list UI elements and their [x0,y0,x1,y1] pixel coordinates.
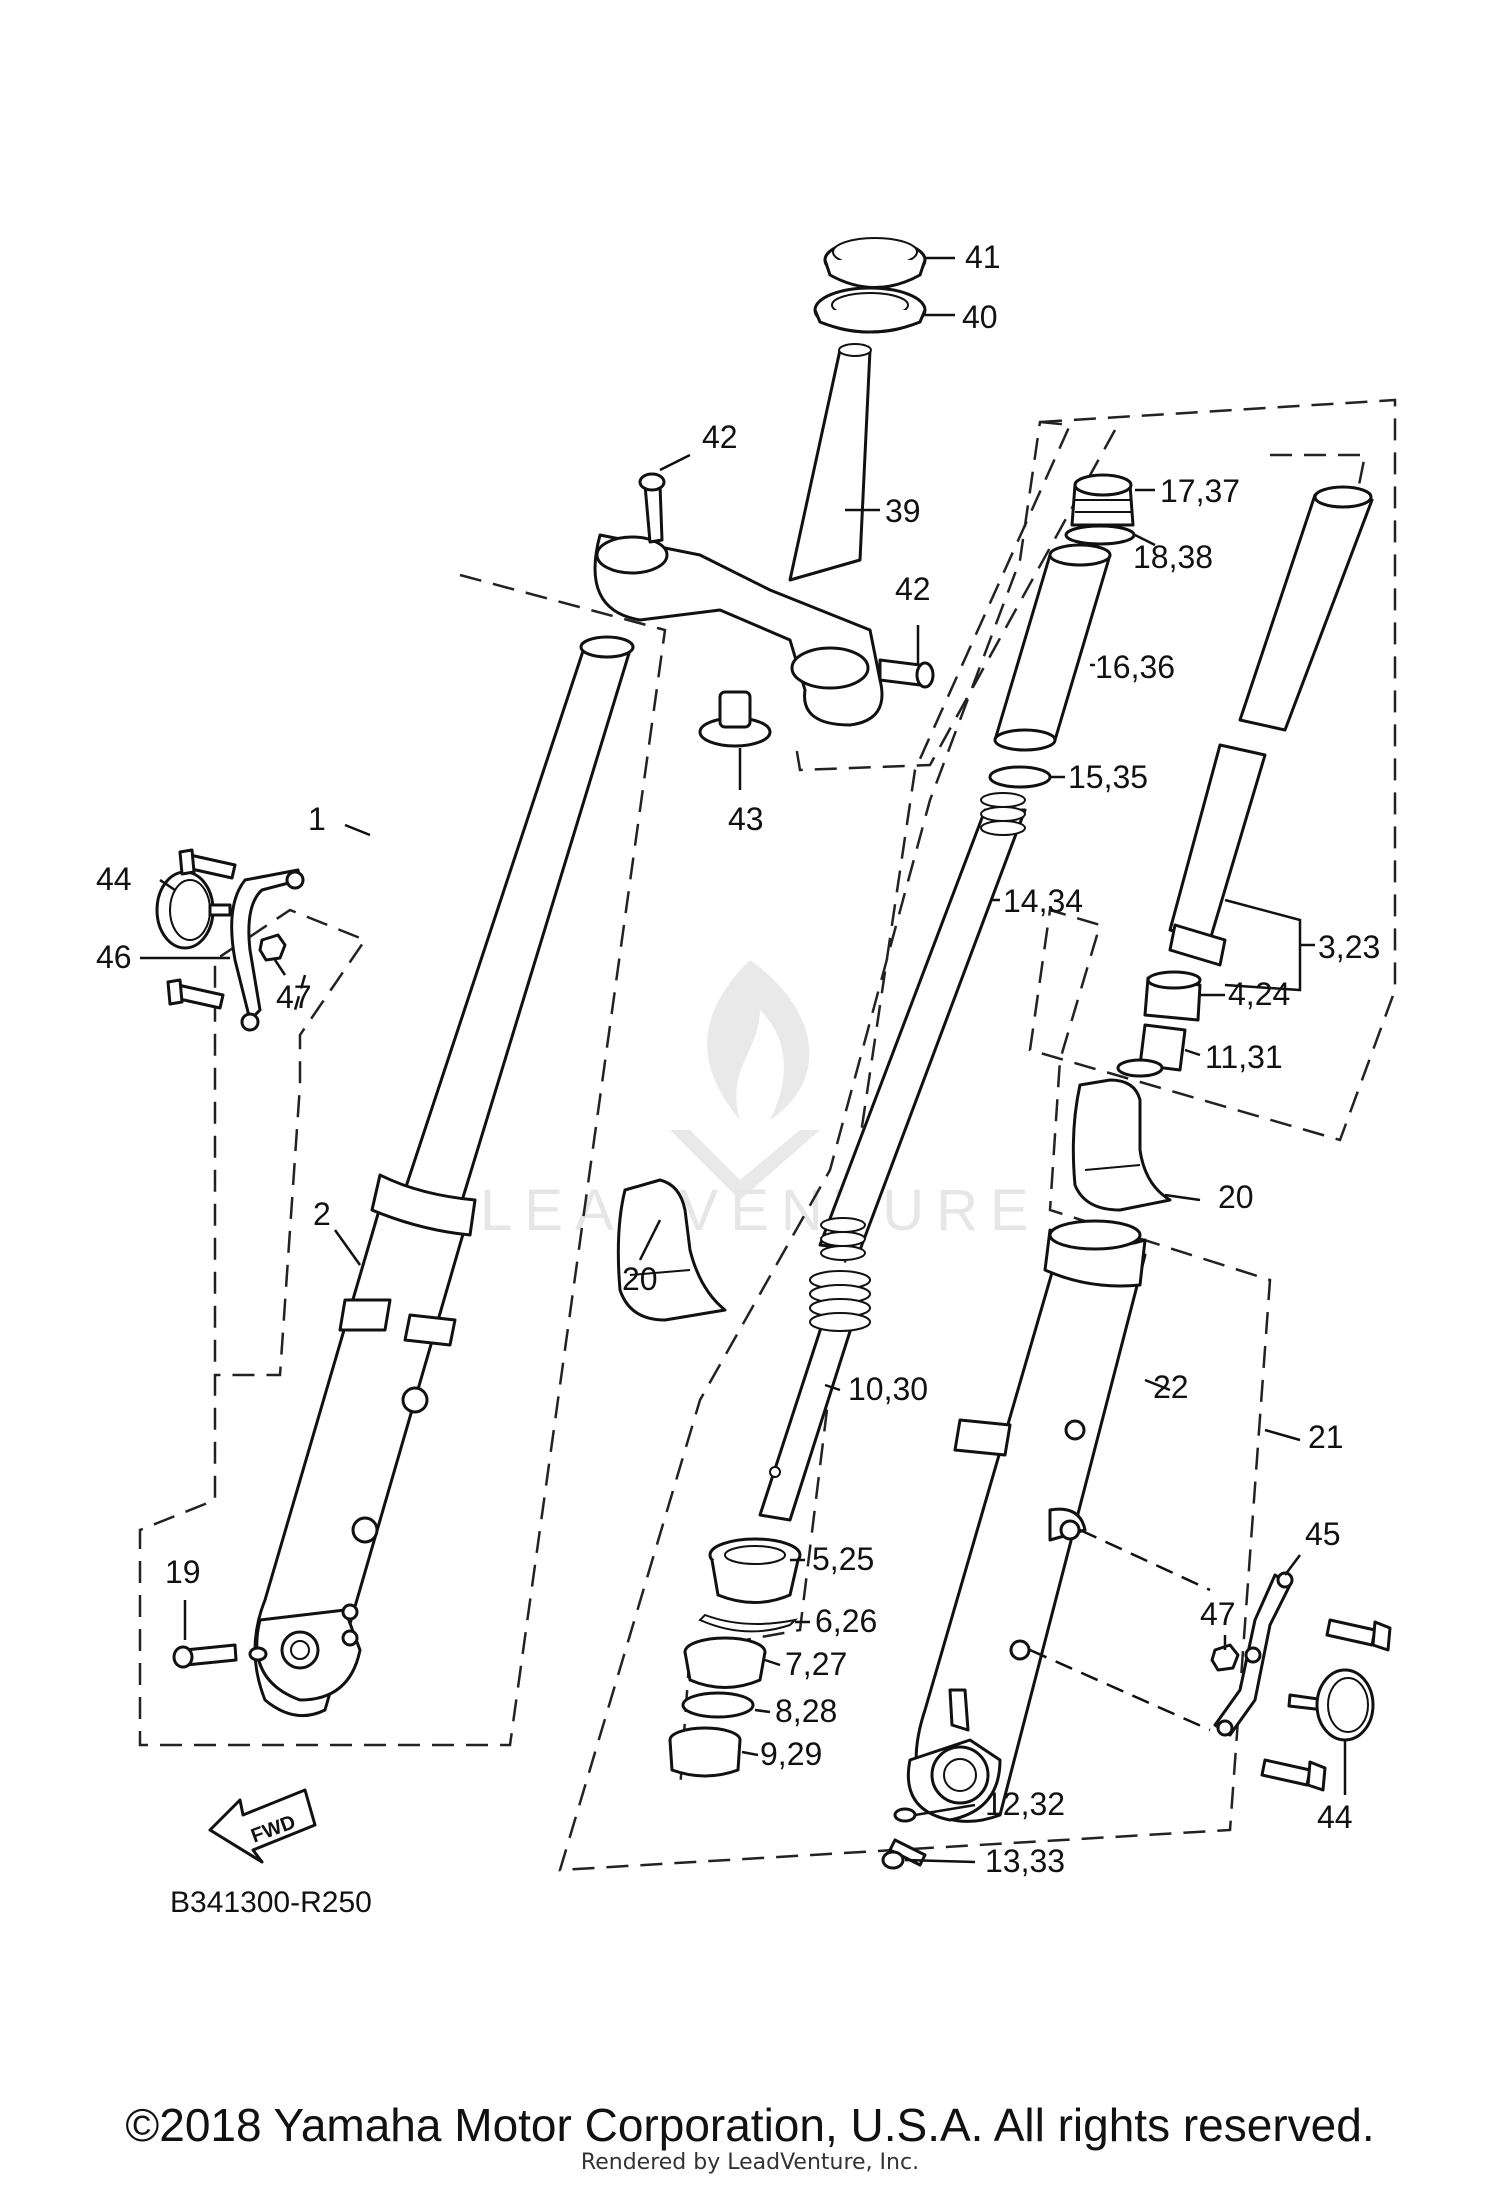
callout-41: 41 [965,239,1001,275]
bolt-left-lower [166,978,225,1010]
diagram-code: B341300-R250 [170,1886,372,1919]
fork-cover-20-left [616,1178,727,1322]
fwd-arrow-icon: FWD [208,1788,317,1864]
callout-42-top: 42 [702,419,738,455]
callout-5-25: 5,25 [812,1541,874,1577]
bushing-4 [1143,970,1202,1022]
bracket-46 [230,868,305,1032]
washer-8 [681,1691,755,1719]
callout-42-side: 42 [895,571,931,607]
callout-47-right: 47 [1200,1596,1236,1632]
watermark-text: LEADVENTURE [480,1178,1041,1243]
nut-47-right [1210,1643,1240,1672]
washer-15 [988,765,1052,789]
callout-9-29: 9,29 [760,1736,822,1772]
reflector-44-right [1287,1668,1375,1742]
callout-12-32: 12,32 [985,1786,1065,1822]
bolt-42-top [638,472,666,544]
spacer-16 [993,543,1112,752]
callout-20-left: 20 [622,1261,658,1297]
leader-lines [140,256,1347,1864]
callout-15-35: 15,35 [1068,759,1148,795]
callout-39: 39 [885,493,921,529]
nut-47-left [258,933,287,962]
bearing-race-41 [823,237,927,289]
callout-20-right: 20 [1218,1179,1254,1215]
bolt-13 [881,1838,927,1870]
dust-seal-7 [683,1636,767,1689]
bolt-left-upper [178,848,237,880]
damper-rod-10 [758,1270,871,1522]
inner-tube-3-lower [1168,743,1267,967]
reflector-44-left [155,870,232,950]
rendered-by-notice: Rendered by LeadVenture, Inc. [580,2150,920,2175]
watermark-logo [670,960,820,1200]
fork-cover-20-right [1071,1078,1172,1212]
oil-seal-5 [708,1537,802,1604]
callout-6-26: 6,26 [815,1603,877,1639]
callout-16-36: 16,36 [1095,649,1175,685]
callout-3-23: 3,23 [1318,929,1380,965]
left-inner-tube [393,635,635,1242]
washer-12 [893,1807,917,1823]
callout-19: 19 [165,1554,201,1590]
callout-21: 21 [1308,1419,1344,1455]
callout-14-34: 14,34 [1003,883,1083,919]
callout-4-24: 4,24 [1228,976,1290,1012]
o-ring-18 [1064,524,1136,546]
callout-40: 40 [962,299,998,335]
bracket-45 [1213,1571,1294,1737]
cable-guide-43 [698,690,772,748]
under-bracket-part [593,533,884,727]
callout-43: 43 [728,801,764,837]
callout-10-30: 10,30 [848,1371,928,1407]
steering-group-outline [793,429,1117,772]
inner-tube-3-upper [1238,485,1374,732]
bushing-11 [1116,1023,1187,1078]
callout-46: 46 [96,939,132,975]
bolt-19 [172,1643,268,1669]
callout-18-38: 18,38 [1133,539,1213,575]
callout-8-28: 8,28 [775,1693,837,1729]
left-fork-group-outline [138,573,667,1747]
copyright-notice: ©2018 Yamaha Motor Corporation, U.S.A. A… [125,2099,1375,2151]
callout-1: 1 [308,801,326,837]
left-outer-tube-2 [253,1173,477,1718]
bolt-right-lower [1260,1758,1327,1792]
bearing-40 [813,286,927,334]
callout-17-37: 17,37 [1160,473,1240,509]
bolt-right-upper [1325,1618,1392,1652]
steering-stem-39 [788,343,872,582]
bolt-42-side [878,658,935,689]
callout-44-right: 44 [1317,1799,1353,1835]
right-inner-group-outline [558,398,1397,1872]
callout-7-27: 7,27 [785,1646,847,1682]
right-outer-tube-22 [906,1219,1147,1823]
callout-11-31: 11,31 [1205,1039,1283,1075]
cap-bolt-17 [1070,473,1135,527]
callout-13-33: 13,33 [985,1843,1065,1879]
bushing-9 [668,1726,742,1778]
callout-47-left: 47 [276,979,312,1015]
callout-22: 22 [1153,1369,1189,1405]
spring-14 [818,792,1027,1261]
callout-2: 2 [313,1196,331,1232]
callout-44-left: 44 [96,861,132,897]
clip-6 [698,1613,799,1633]
callout-45: 45 [1305,1516,1341,1552]
